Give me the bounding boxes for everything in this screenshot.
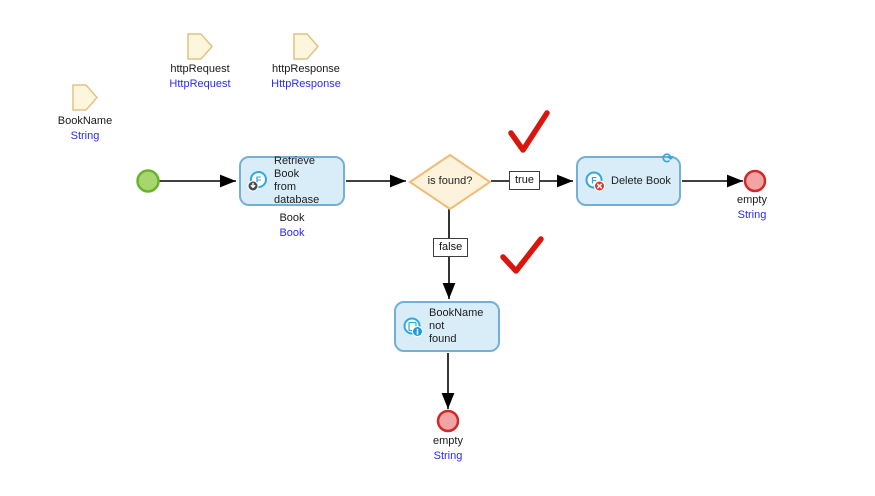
data-object-httpresponse-label: httpResponse HttpResponse [271,62,341,92]
end-event-true-branch[interactable] [743,169,767,193]
edge-label-true[interactable]: true [509,171,540,190]
svg-text:F: F [591,176,597,186]
task-label-line2: from database [274,181,320,206]
task-label-line1: Retrieve Book [274,155,315,180]
variable-name: httpResponse [272,63,340,75]
task-label-line1: BookName not [429,307,484,332]
variable-type: HttpRequest [169,78,231,90]
data-object-bookname-label: BookName String [58,114,112,144]
svg-text:F: F [256,175,262,185]
service-info-icon [403,317,423,337]
data-object-icon [72,84,98,111]
variable-name: httpRequest [170,63,230,75]
variable-type: HttpResponse [271,78,341,90]
task-label: Retrieve Book from database [274,155,343,207]
loop-marker-icon: ⟳ [662,151,674,167]
output-type: Book [279,227,305,239]
data-object-httprequest[interactable] [187,33,213,65]
data-object-httpresponse[interactable] [293,33,319,65]
data-object-icon [187,33,213,60]
retrieve-output-label: Book Book [279,211,304,241]
end-true-label: empty String [737,193,767,223]
variable-type: String [70,130,100,142]
end-false-label: empty String [433,434,463,464]
data-object-bookname[interactable] [72,84,98,116]
task-label: Delete Book [611,174,671,187]
end-type: String [737,209,767,221]
edge-label-false[interactable]: false [433,238,469,257]
exclusive-gateway[interactable] [408,153,492,211]
gateway-label: is found? [427,175,473,187]
task-label: BookName not found [429,307,498,346]
end-name: empty [737,194,767,206]
start-event[interactable] [136,169,160,193]
output-name: Book [279,212,305,224]
task-bookname-not-found[interactable]: BookName not found [394,301,500,352]
task-retrieve-book[interactable]: F Retrieve Book from database [239,155,345,207]
task-label-line2: found [429,333,457,345]
data-object-httprequest-label: httpRequest HttpRequest [169,62,230,92]
checkmark-annotation-2 [500,236,544,274]
service-download-icon: F [247,171,267,192]
variable-name: BookName [57,115,113,127]
end-event-false-branch[interactable] [436,409,460,433]
data-object-icon [293,33,319,60]
checkmark-annotation-1 [508,110,550,153]
end-name: empty [433,435,463,447]
end-type: String [433,450,463,462]
service-delete-icon: F [585,171,605,192]
task-delete-book[interactable]: F Delete Book [576,156,681,206]
